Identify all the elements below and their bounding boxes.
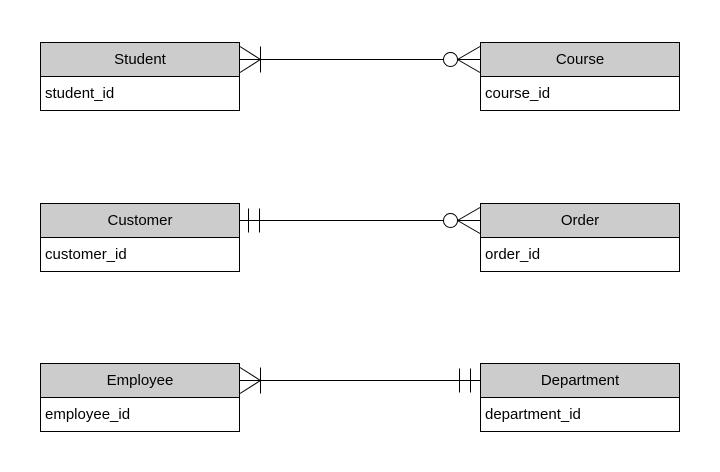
entity-department-title: Department — [481, 364, 679, 398]
entity-order-title: Order — [481, 204, 679, 238]
entity-customer-attribute: customer_id — [41, 238, 239, 271]
entity-employee-title: Employee — [41, 364, 239, 398]
crowsfoot-many-icon — [457, 207, 481, 234]
zero-circle-icon — [443, 52, 458, 67]
crowsfoot-many-icon — [239, 46, 261, 73]
entity-order-attribute: order_id — [481, 238, 679, 271]
entity-department[interactable]: Department department_id — [480, 363, 680, 432]
entity-employee[interactable]: Employee employee_id — [40, 363, 240, 432]
entity-customer[interactable]: Customer customer_id — [40, 203, 240, 272]
entity-order[interactable]: Order order_id — [480, 203, 680, 272]
entity-student-attribute: student_id — [41, 77, 239, 110]
crowsfoot-many-icon — [457, 46, 481, 73]
entity-student-title: Student — [41, 43, 239, 77]
connector-employee-department — [239, 367, 480, 394]
entity-student[interactable]: Student student_id — [40, 42, 240, 111]
crowsfoot-many-icon — [239, 367, 261, 394]
entity-employee-attribute: employee_id — [41, 398, 239, 431]
entity-customer-title: Customer — [41, 204, 239, 238]
entity-course-attribute: course_id — [481, 77, 679, 110]
entity-course-title: Course — [481, 43, 679, 77]
connector-customer-order — [240, 207, 481, 234]
entity-department-attribute: department_id — [481, 398, 679, 431]
zero-circle-icon — [443, 213, 458, 228]
connector-student-course — [239, 46, 481, 73]
entity-course[interactable]: Course course_id — [480, 42, 680, 111]
